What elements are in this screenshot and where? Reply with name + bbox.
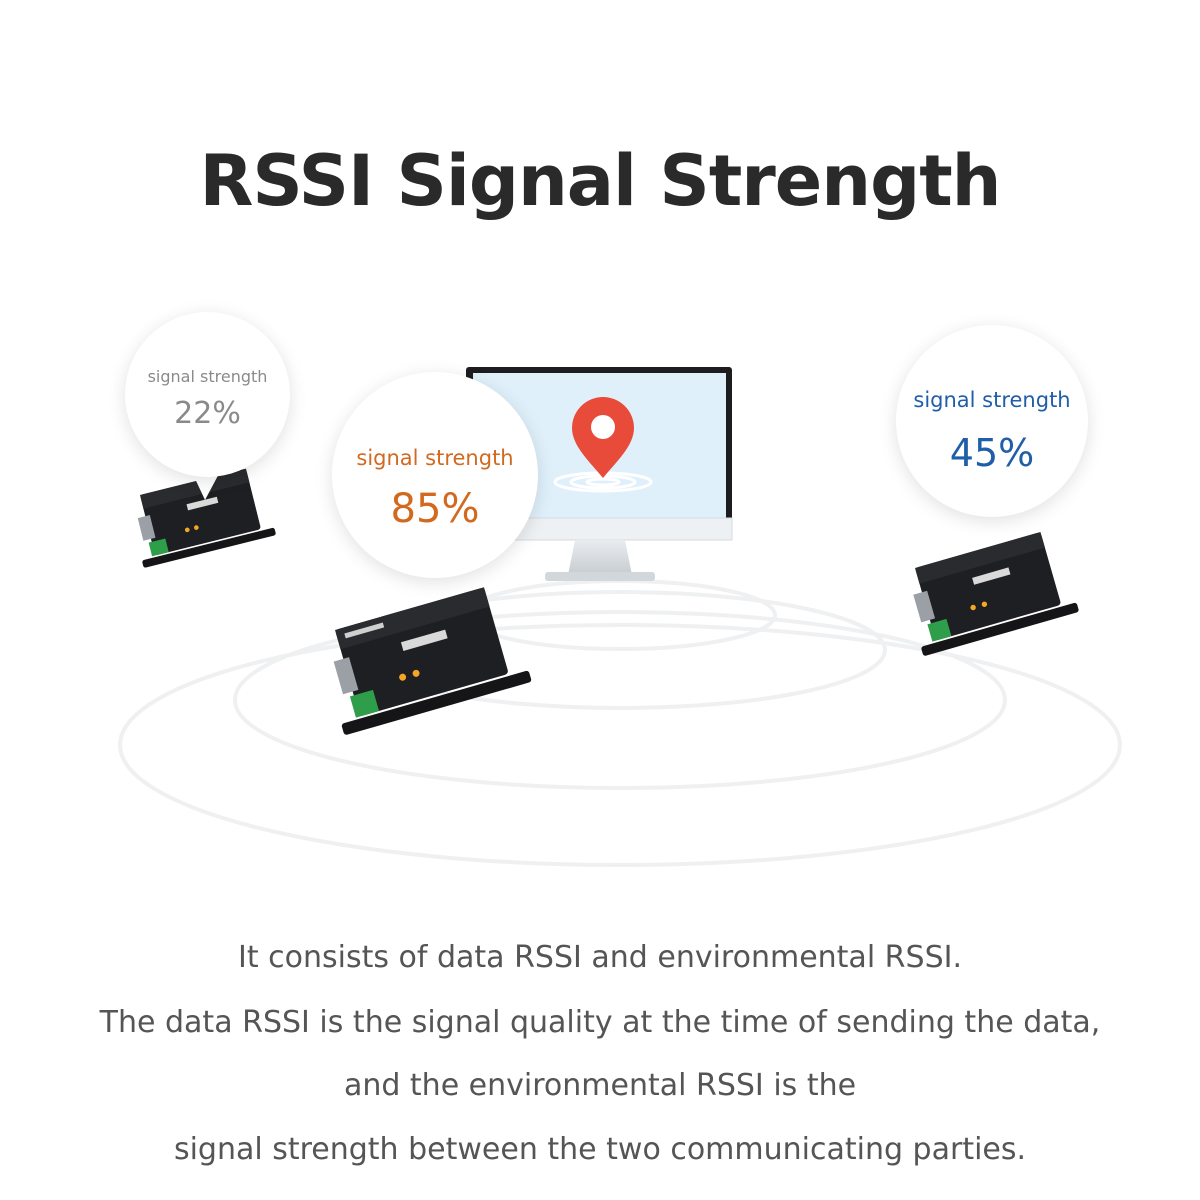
location-pin-icon (553, 397, 653, 493)
page-title: RSSI Signal Strength (199, 140, 1001, 222)
signal-rings (118, 579, 1122, 867)
signal-bubble-22: signal strength 22% (125, 312, 290, 477)
caption-line-1: It consists of data RSSI and environment… (237, 940, 962, 975)
signal-bubble-45: signal strength 45% (896, 325, 1088, 517)
signal-value: 85% (390, 486, 480, 532)
bubble-tail-right (968, 508, 1004, 545)
signal-label: signal strength (356, 446, 514, 470)
signal-label: signal strength (147, 367, 268, 386)
device-center (333, 587, 532, 735)
device-left (137, 468, 276, 568)
caption-line-3: and the environmental RSSI is the (343, 1068, 857, 1103)
caption-line-4: signal strength between the two communic… (173, 1132, 1027, 1167)
signal-label: signal strength (913, 388, 1071, 412)
signal-bubble-85: signal strength 85% (332, 372, 538, 578)
signal-value: 45% (949, 431, 1035, 475)
device-right (913, 532, 1079, 656)
signal-value: 22% (174, 396, 241, 431)
caption-line-2: The data RSSI is the signal quality at t… (99, 1005, 1101, 1040)
